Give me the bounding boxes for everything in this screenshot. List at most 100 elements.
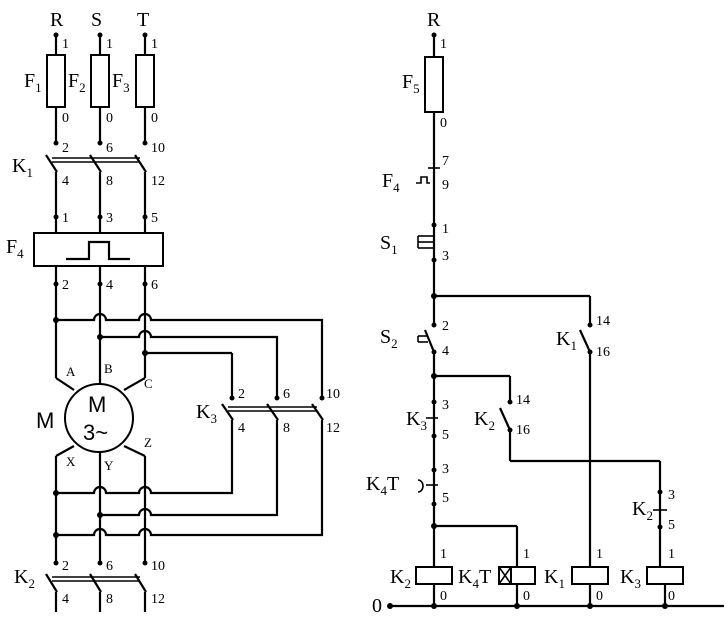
- f4-label: F4: [6, 236, 24, 261]
- svg-text:5: 5: [442, 491, 449, 506]
- thermal-relay-f4: [33, 232, 164, 267]
- svg-text:3: 3: [442, 462, 449, 477]
- contactor-k2-main: [45, 573, 147, 593]
- svg-text:1: 1: [62, 37, 69, 52]
- fuse-f1: [46, 54, 66, 108]
- svg-text:8: 8: [283, 421, 290, 436]
- svg-text:2: 2: [62, 141, 69, 156]
- svg-text:2: 2: [442, 319, 449, 334]
- control-supply-label: R: [427, 9, 441, 31]
- svg-text:K3: K3: [620, 566, 641, 591]
- svg-text:3: 3: [668, 488, 675, 503]
- svg-text:1: 1: [106, 37, 113, 52]
- svg-text:4: 4: [62, 174, 69, 189]
- svg-text:10: 10: [151, 141, 165, 156]
- svg-text:0: 0: [106, 111, 113, 126]
- svg-text:1: 1: [62, 211, 69, 226]
- svg-text:0: 0: [62, 111, 69, 126]
- coil-k3: 1 K3 0: [620, 547, 684, 604]
- svg-text:4: 4: [106, 278, 113, 293]
- svg-text:0: 0: [596, 589, 603, 604]
- power-circuit: R S T 1 1 1 F1 F2 F3 0 0 0 2: [6, 9, 340, 612]
- svg-text:5: 5: [668, 518, 675, 533]
- svg-text:1: 1: [596, 547, 603, 562]
- svg-text:3: 3: [106, 211, 113, 226]
- svg-text:12: 12: [151, 592, 165, 607]
- k3-label: K3: [196, 401, 217, 426]
- svg-text:B: B: [104, 361, 113, 376]
- fuse-f2: [90, 54, 110, 108]
- svg-text:3~: 3~: [83, 420, 108, 445]
- svg-text:0: 0: [668, 589, 675, 604]
- fuse-f3-label: F3: [112, 70, 130, 95]
- fuse-f1-label: F1: [24, 70, 42, 95]
- svg-text:4: 4: [238, 421, 245, 436]
- svg-text:4: 4: [442, 344, 449, 359]
- k4t-contact-label: K4T: [366, 473, 399, 498]
- svg-text:16: 16: [516, 423, 530, 438]
- svg-text:12: 12: [326, 421, 340, 436]
- svg-text:3: 3: [442, 398, 449, 413]
- phase-t-label: T: [137, 9, 149, 31]
- phase-s-label: S: [91, 9, 102, 31]
- svg-text:10: 10: [326, 387, 340, 402]
- svg-text:1: 1: [668, 547, 675, 562]
- svg-text:6: 6: [106, 559, 113, 574]
- control-circuit: R 1 F5 0 7 9 F4 1 3 S1: [366, 9, 724, 617]
- svg-text:3: 3: [442, 249, 449, 264]
- svg-text:X: X: [66, 454, 76, 469]
- svg-text:12: 12: [151, 174, 165, 189]
- svg-text:1: 1: [151, 37, 158, 52]
- coil-k2: 1 K2 0: [390, 547, 453, 604]
- svg-text:C: C: [144, 376, 153, 391]
- svg-text:2: 2: [238, 387, 245, 402]
- fuse-f3: [135, 54, 155, 108]
- coil-k1: 1 K1 0: [544, 547, 609, 604]
- svg-text:0: 0: [151, 111, 158, 126]
- svg-text:5: 5: [151, 211, 158, 226]
- svg-text:16: 16: [596, 345, 610, 360]
- svg-text:Y: Y: [104, 458, 114, 473]
- svg-text:10: 10: [151, 559, 165, 574]
- svg-text:K4T: K4T: [458, 566, 491, 591]
- svg-text:0: 0: [440, 116, 447, 131]
- svg-text:6: 6: [283, 387, 290, 402]
- svg-text:K1: K1: [544, 566, 565, 591]
- neutral-label: 0: [372, 595, 382, 617]
- k1-contact-label: K1: [556, 328, 577, 353]
- k2-contact-label: K2: [474, 408, 495, 433]
- phase-r-label: R: [50, 9, 64, 31]
- svg-text:2: 2: [62, 278, 69, 293]
- svg-text:14: 14: [516, 393, 530, 408]
- svg-text:5: 5: [442, 428, 449, 443]
- svg-text:7: 7: [442, 154, 449, 169]
- svg-text:0: 0: [440, 589, 447, 604]
- svg-text:M: M: [88, 392, 106, 417]
- k2-label: K2: [14, 566, 35, 591]
- contactor-k3-main: [221, 403, 324, 421]
- svg-text:4: 4: [62, 592, 69, 607]
- svg-text:K2: K2: [390, 566, 411, 591]
- svg-text:2: 2: [62, 559, 69, 574]
- svg-text:1: 1: [440, 547, 447, 562]
- svg-text:1: 1: [523, 547, 530, 562]
- svg-text:8: 8: [106, 592, 113, 607]
- svg-text:14: 14: [596, 314, 610, 329]
- svg-text:0: 0: [523, 589, 530, 604]
- fuse-f5-label: F5: [402, 71, 420, 96]
- fuse-f2-label: F2: [68, 70, 86, 95]
- svg-text:8: 8: [106, 174, 113, 189]
- k1-label: K1: [12, 155, 33, 180]
- svg-text:A: A: [66, 364, 76, 379]
- f4-contact-label: F4: [382, 170, 400, 195]
- motor-label: M: [36, 408, 54, 433]
- coil-k4t: 1 K4T 0: [458, 547, 536, 604]
- svg-text:6: 6: [151, 278, 158, 293]
- svg-text:9: 9: [442, 178, 449, 193]
- contactor-k1-main: [45, 154, 147, 173]
- svg-text:6: 6: [106, 141, 113, 156]
- s1-label: S1: [380, 232, 398, 257]
- k2-nc-label: K2: [632, 498, 653, 523]
- svg-text:Z: Z: [144, 435, 152, 450]
